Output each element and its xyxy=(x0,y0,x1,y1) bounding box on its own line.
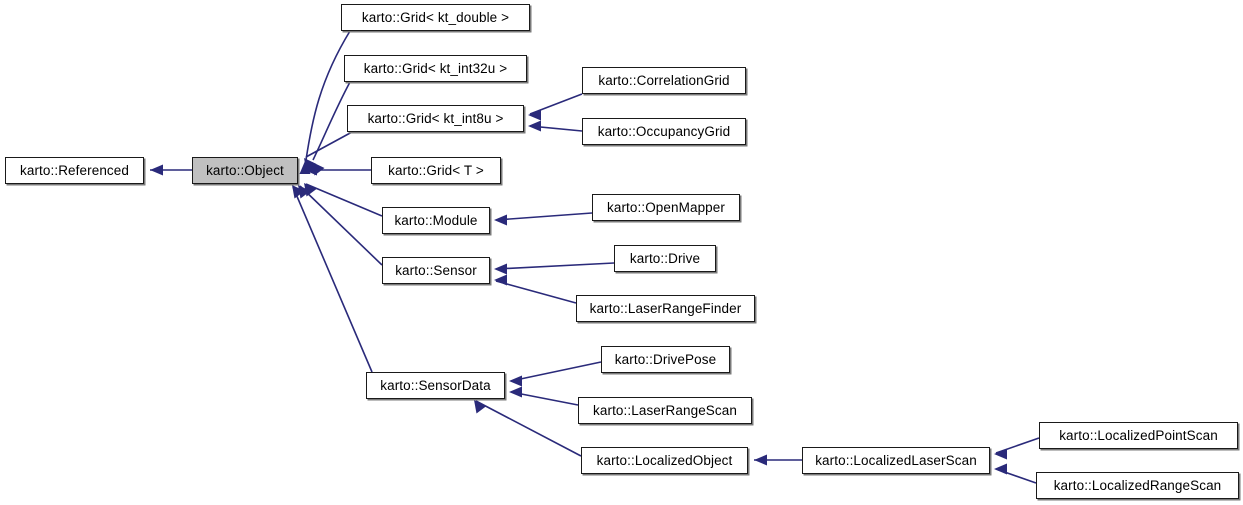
class-node-grid_int32u[interactable]: karto::Grid< kt_int32u > xyxy=(344,55,527,82)
inheritance-edge xyxy=(529,93,583,115)
inheritance-arrowhead xyxy=(299,161,311,174)
inheritance-edge xyxy=(305,131,353,158)
class-node-label: karto::Grid< kt_double > xyxy=(361,9,510,25)
class-node-label: karto::DrivePose xyxy=(614,351,717,367)
class-node-label: karto::Referenced xyxy=(19,162,129,178)
inheritance-arrowhead xyxy=(528,109,541,121)
class-node-object[interactable]: karto::Object xyxy=(192,157,298,184)
class-node-label: karto::OpenMapper xyxy=(606,199,725,215)
class-node-laser_range_finder[interactable]: karto::LaserRangeFinder xyxy=(576,295,755,322)
inheritance-arrowhead xyxy=(494,274,507,286)
inheritance-edge xyxy=(495,212,593,221)
inheritance-edge xyxy=(510,361,602,382)
inheritance-arrowhead xyxy=(304,164,317,176)
class-node-label: karto::LaserRangeScan xyxy=(593,402,737,418)
class-node-label: karto::Grid< kt_int8u > xyxy=(367,110,504,126)
class-node-localized_range_scan[interactable]: karto::LocalizedRangeScan xyxy=(1036,472,1239,499)
class-node-open_mapper[interactable]: karto::OpenMapper xyxy=(592,194,740,221)
inheritance-edge xyxy=(305,183,383,217)
inheritance-edge xyxy=(299,185,383,266)
class-node-label: karto::Grid< T > xyxy=(388,162,484,178)
class-node-label: karto::LocalizedObject xyxy=(596,452,733,468)
class-node-label: karto::Sensor xyxy=(395,262,477,278)
inheritance-edge xyxy=(495,280,577,304)
inheritance-arrowhead xyxy=(312,162,325,176)
class-node-localized_object[interactable]: karto::LocalizedObject xyxy=(581,447,748,474)
inheritance-arrowhead xyxy=(509,386,522,398)
class-node-referenced[interactable]: karto::Referenced xyxy=(5,157,144,184)
class-node-drive[interactable]: karto::Drive xyxy=(614,245,716,272)
inheritance-arrowhead xyxy=(150,164,163,176)
class-node-label: karto::LaserRangeFinder xyxy=(589,300,742,316)
class-node-grid_int8u[interactable]: karto::Grid< kt_int8u > xyxy=(347,105,524,132)
class-node-localized_laser_scan[interactable]: karto::LocalizedLaserScan xyxy=(802,447,990,474)
inheritance-arrowhead xyxy=(494,263,507,275)
class-node-sensor_data[interactable]: karto::SensorData xyxy=(366,372,505,399)
class-node-label: karto::LocalizedRangeScan xyxy=(1053,477,1222,493)
inheritance-arrowhead xyxy=(509,375,522,387)
class-node-occupancy_grid[interactable]: karto::OccupancyGrid xyxy=(582,118,746,145)
class-node-localized_point_scan[interactable]: karto::LocalizedPointScan xyxy=(1039,422,1238,449)
inheritance-arrowhead xyxy=(304,183,317,197)
inheritance-arrowhead xyxy=(528,120,541,132)
inheritance-edge xyxy=(475,400,582,457)
class-node-grid_t[interactable]: karto::Grid< T > xyxy=(371,157,501,184)
inheritance-edge xyxy=(312,81,351,161)
class-node-label: karto::Module xyxy=(394,212,478,228)
inheritance-arrowhead xyxy=(754,454,767,466)
class-node-module[interactable]: karto::Module xyxy=(382,207,490,234)
inheritance-arrowhead xyxy=(292,185,305,199)
class-node-label: karto::LocalizedPointScan xyxy=(1059,427,1218,443)
class-node-label: karto::CorrelationGrid xyxy=(598,72,730,88)
inheritance-edge xyxy=(495,262,615,270)
class-node-sensor[interactable]: karto::Sensor xyxy=(382,257,490,284)
inheritance-edge xyxy=(995,437,1040,454)
inheritance-edge xyxy=(305,30,351,161)
class-node-label: karto::Object xyxy=(206,162,284,178)
inheritance-edge xyxy=(995,468,1037,484)
inheritance-arrowhead xyxy=(494,214,507,226)
class-node-label: karto::OccupancyGrid xyxy=(597,123,731,139)
inheritance-arrowhead xyxy=(298,185,311,199)
class-node-label: karto::LocalizedLaserScan xyxy=(815,452,977,468)
inheritance-edge xyxy=(292,186,373,373)
inheritance-edge xyxy=(510,391,579,406)
class-node-grid_double[interactable]: karto::Grid< kt_double > xyxy=(341,4,530,31)
class-node-drive_pose[interactable]: karto::DrivePose xyxy=(601,346,730,373)
class-node-correlation_grid[interactable]: karto::CorrelationGrid xyxy=(582,67,746,94)
class-node-label: karto::SensorData xyxy=(380,377,491,393)
inheritance-arrowhead xyxy=(994,448,1007,460)
class-node-label: karto::Grid< kt_int32u > xyxy=(363,60,508,76)
inheritance-arrowhead xyxy=(474,400,487,414)
inheritance-arrowhead xyxy=(994,463,1007,475)
inheritance-arrowhead xyxy=(304,158,317,172)
class-node-laser_range_scan[interactable]: karto::LaserRangeScan xyxy=(578,397,752,424)
inheritance-edge xyxy=(529,125,583,132)
class-node-label: karto::Drive xyxy=(629,250,701,266)
